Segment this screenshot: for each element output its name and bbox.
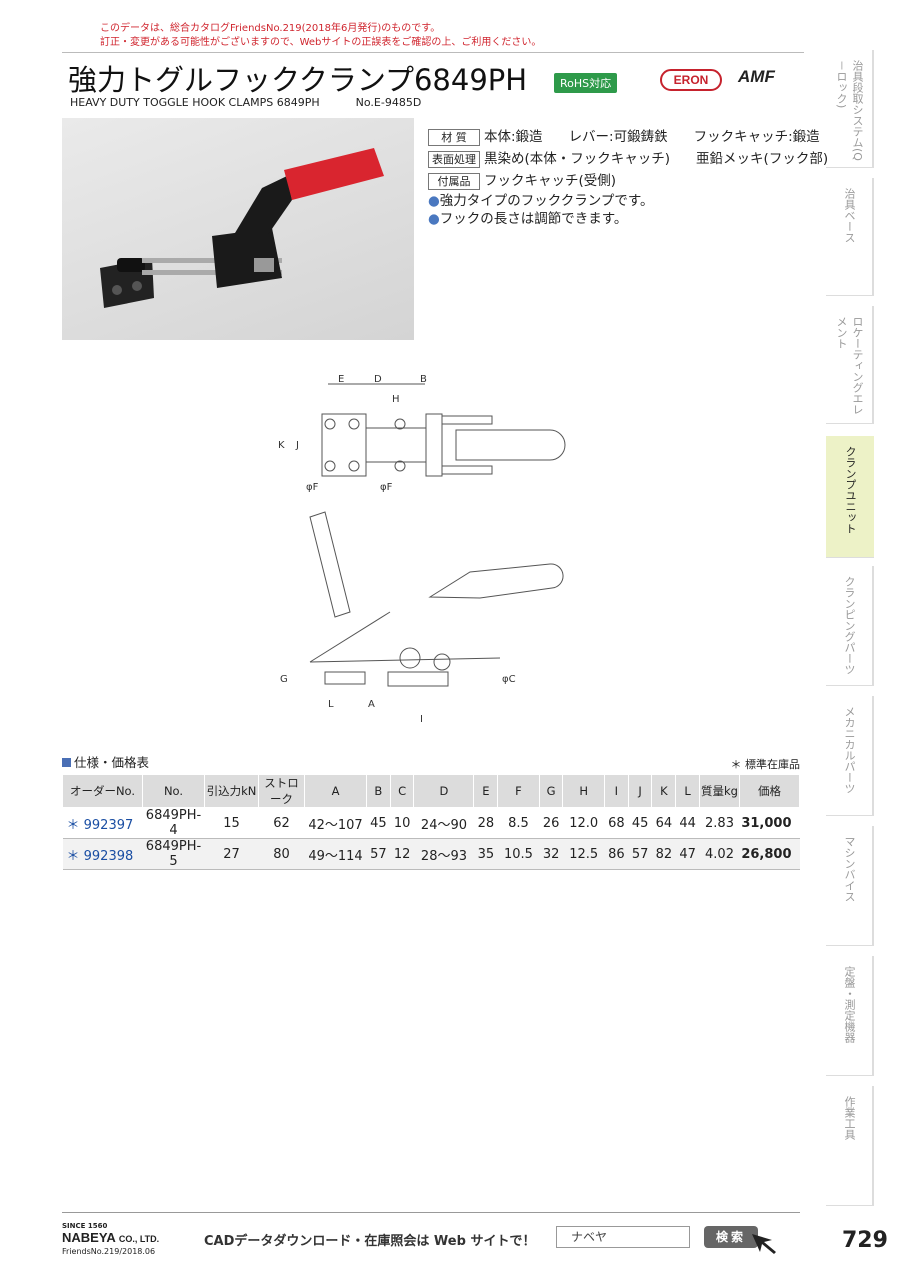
order-link[interactable]: ＊ 992397	[62, 807, 143, 839]
dim-c: φC	[502, 674, 516, 685]
search-input[interactable]: ナベヤ	[556, 1226, 690, 1248]
title-row: 強力トグルフッククランプ6849PH RoHS対応 ERON AMF	[62, 52, 804, 97]
subtitle: HEAVY DUTY TOGGLE HOOK CLAMPS 6849PH No.E…	[70, 96, 421, 109]
dim-a: A	[368, 699, 375, 710]
page-title: 強力トグルフッククランプ6849PH	[68, 63, 528, 97]
tab-clamp-unit[interactable]: クランプユニット	[826, 436, 874, 558]
cursor-icon	[752, 1234, 776, 1254]
surface-body: 黒染め(本体・フックキャッチ)	[484, 151, 671, 167]
eron-logo: ERON	[660, 69, 722, 91]
surface-label: 表面処理	[428, 150, 480, 168]
feature-item: ●フックの長さは調節できます。	[428, 211, 628, 227]
surface-hook: 亜鉛メッキ(フック部)	[696, 151, 829, 167]
specs: 材 質 本体:鍛造 レバー:可鍛鋳鉄 フックキャッチ:鍛造 表面処理 黒染め(本…	[428, 126, 828, 192]
accessory-value: フックキャッチ(受側)	[484, 173, 617, 189]
bullet-icon: ●	[428, 211, 440, 227]
dim-d: D	[374, 374, 382, 385]
spec-material: 材 質 本体:鍛造 レバー:可鍛鋳鉄 フックキャッチ:鍛造	[428, 126, 828, 148]
feature-list: ●強力タイプのフッククランプです。 ●フックの長さは調節できます。	[428, 192, 654, 228]
page-number: 729	[842, 1228, 888, 1253]
dim-i: I	[420, 714, 423, 725]
spec-surface: 表面処理 黒染め(本体・フックキャッチ) 亜鉛メッキ(フック部)	[428, 148, 828, 170]
dim-f2: φF	[380, 482, 393, 493]
footer-divider	[62, 1212, 800, 1213]
dim-e: E	[338, 374, 344, 385]
tab-clamping-parts[interactable]: クランピングパーツ	[826, 566, 874, 686]
cad-note: CADデータダウンロード・在庫照会は Web サイトで！	[204, 1234, 536, 1249]
dim-g: G	[280, 674, 288, 685]
accessory-label: 付属品	[428, 172, 480, 190]
dim-f1: φF	[306, 482, 319, 493]
tab-jig-base[interactable]: 治具ベース	[826, 178, 874, 296]
catalog-no: No.E-9485D	[355, 96, 422, 109]
bullet-icon: ●	[428, 193, 440, 209]
tab-mechanical-parts[interactable]: メカニカルパーツ	[826, 696, 874, 816]
spec-table: オーダーNo. No. 引込力kN ストローク A B C D E F G H …	[62, 774, 800, 870]
dim-k: K	[278, 440, 285, 451]
notice-line1: このデータは、総合カタログFriendsNo.219(2018年6月発行)のもの…	[100, 23, 441, 34]
subtitle-en: HEAVY DUTY TOGGLE HOOK CLAMPS 6849PH	[70, 96, 320, 109]
table-title: 仕様・価格表	[62, 752, 149, 771]
square-icon	[62, 758, 71, 767]
tab-q-lock[interactable]: 治具段取システム(Q－ロック)	[826, 50, 874, 168]
tab-machine-vise[interactable]: マシンバイス	[826, 826, 874, 946]
stock-note: ＊ 標準在庫品	[730, 758, 801, 771]
notice-line2: 訂正・変更がある可能性がございますので、Webサイトの正誤表をご確認の上、ご利用…	[100, 37, 542, 48]
rohs-badge: RoHS対応	[554, 73, 618, 93]
since: SINCE 1560	[62, 1222, 108, 1230]
notice: このデータは、総合カタログFriendsNo.219(2018年6月発行)のもの…	[100, 22, 541, 50]
spec-accessory: 付属品 フックキャッチ(受側)	[428, 170, 828, 192]
search-button[interactable]: 検索	[704, 1226, 758, 1248]
friends-no: FriendsNo.219/2018.06	[62, 1247, 156, 1256]
feature-item: ●強力タイプのフッククランプです。	[428, 193, 654, 209]
dim-l: L	[328, 699, 334, 710]
company-logo: NABEYA CO., LTD.	[62, 1230, 160, 1245]
dim-h: H	[392, 394, 400, 405]
tab-work-tools[interactable]: 作業工具	[826, 1086, 874, 1206]
dim-b: B	[420, 374, 427, 385]
amf-logo: AMF	[738, 67, 775, 86]
dim-j: J	[295, 440, 299, 451]
order-link[interactable]: ＊ 992398	[62, 838, 143, 870]
tab-locating[interactable]: ロケーティングエレメント	[826, 306, 874, 424]
table-header-row: オーダーNo. No. 引込力kN ストローク A B C D E F G H …	[62, 774, 800, 808]
material-body: 本体:鍛造	[484, 129, 543, 145]
material-hook: フックキャッチ:鍛造	[693, 129, 820, 145]
material-label: 材 質	[428, 128, 480, 146]
material-lever: レバー:可鍛鋳鉄	[568, 129, 668, 145]
dimension-drawing: E D B H K J φF φF G L A I φC	[270, 372, 580, 736]
tab-measuring[interactable]: 定盤・測定機器	[826, 956, 874, 1076]
product-photo	[62, 118, 414, 340]
